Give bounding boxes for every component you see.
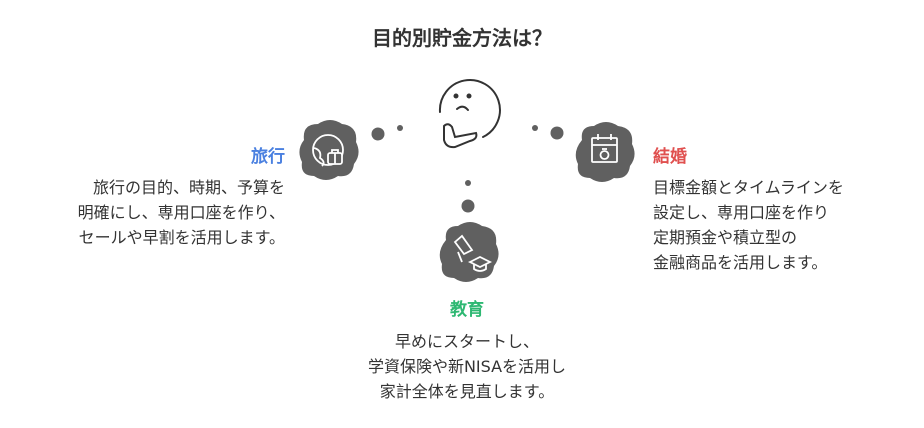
text-line: セールや早割を活用します。: [78, 228, 285, 247]
megaphone-graduation-cap-icon: [439, 222, 499, 282]
branch-text-travel: 旅行の目的、時期、予算を 明確にし、専用口座を作り、 セールや早割を活用します。: [78, 175, 285, 250]
diagram-title: 目的別貯金方法は？: [372, 26, 552, 50]
text-line: 早めにスタートし、: [394, 332, 539, 351]
branch-label-wedding: 結婚: [653, 147, 687, 167]
connector-dot: [532, 125, 538, 131]
branch-text-wedding: 目標金額とタイムラインを 設定し、専用口座を作り 定期預金や積立型の 金融商品を…: [653, 175, 844, 275]
connector-dot: [397, 125, 403, 131]
text-line: 金融商品を活用します。: [653, 253, 828, 272]
connector-dot: [371, 127, 385, 141]
branch-label-education: 教育: [450, 300, 484, 320]
connector-dot: [465, 180, 471, 186]
text-line: 定期預金や積立型の: [653, 228, 798, 247]
text-line: 目標金額とタイムラインを: [653, 178, 844, 197]
text-line: 家計全体を見直します。: [379, 382, 555, 401]
globe-luggage-icon: [299, 120, 359, 180]
branch-label-travel: 旅行: [251, 147, 285, 167]
branch-text-education: 早めにスタートし、 学資保険や新NISAを活用し 家計全体を見直します。: [0, 329, 924, 404]
text-line: 明確にし、専用口座を作り、: [77, 203, 285, 222]
text-line: 設定し、専用口座を作り: [653, 203, 830, 222]
calendar-ring-icon: [575, 122, 635, 182]
text-line: 旅行の目的、時期、予算を: [92, 178, 285, 197]
thinking-face-icon: [438, 78, 501, 149]
connector-dot: [461, 199, 475, 213]
text-line: 学資保険や新NISAを活用し: [367, 357, 567, 376]
connector-dot: [550, 126, 564, 140]
